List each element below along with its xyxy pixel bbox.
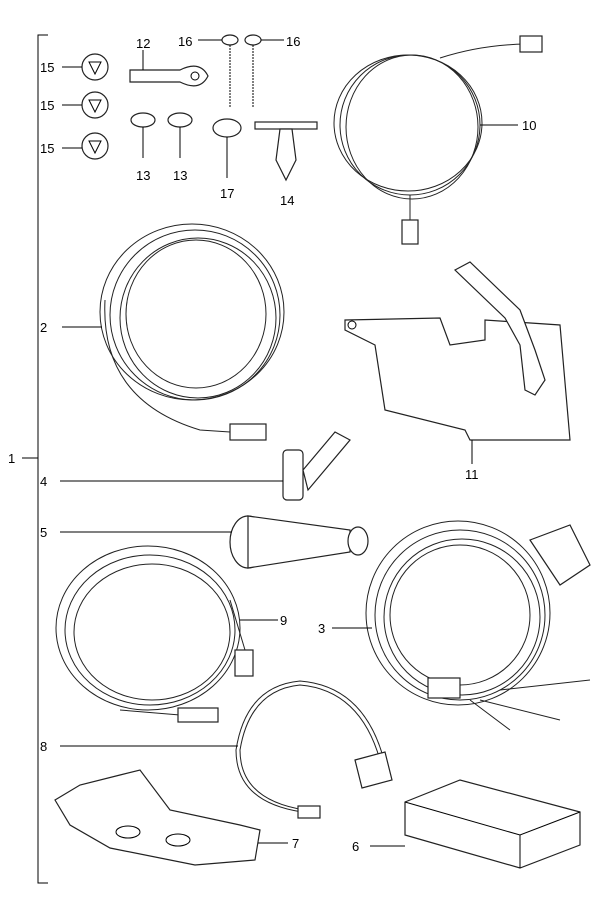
label-7: 7	[292, 836, 299, 851]
label-10: 10	[522, 118, 536, 133]
label-2: 2	[40, 320, 47, 335]
part-16-screws	[221, 34, 262, 108]
label-11: 11	[465, 467, 479, 482]
part-8-cable	[235, 680, 393, 819]
part-6-module	[404, 779, 581, 869]
label-5: 5	[40, 525, 47, 540]
label-6: 6	[352, 839, 359, 854]
label-12: 12	[136, 36, 150, 51]
part-9-cable	[55, 545, 254, 723]
label-15: 15	[40, 98, 54, 113]
part-12-clip	[129, 65, 209, 87]
part-13-screws	[130, 112, 193, 158]
label-15: 15	[40, 141, 54, 156]
label-16: 16	[178, 34, 192, 49]
part-3-harness	[365, 520, 591, 731]
label-8: 8	[40, 739, 47, 754]
part-17-screw	[212, 118, 242, 138]
label-14: 14	[280, 193, 294, 208]
label-1: 1	[8, 451, 15, 466]
part-10-cable	[333, 35, 543, 245]
group-bracket	[37, 34, 48, 884]
label-3: 3	[318, 621, 325, 636]
part-5-horn	[229, 515, 369, 569]
part-7-bracket	[54, 769, 261, 866]
label-16: 16	[286, 34, 300, 49]
part-4-holder	[282, 431, 351, 501]
label-9: 9	[280, 613, 287, 628]
label-13: 13	[136, 168, 150, 183]
part-14-clip	[254, 121, 318, 182]
label-4: 4	[40, 474, 47, 489]
part-2-cable	[99, 223, 285, 441]
label-17: 17	[220, 186, 234, 201]
label-15: 15	[40, 60, 54, 75]
part-11-bracket	[344, 261, 571, 441]
label-13: 13	[173, 168, 187, 183]
part-15-nuts	[81, 53, 109, 160]
